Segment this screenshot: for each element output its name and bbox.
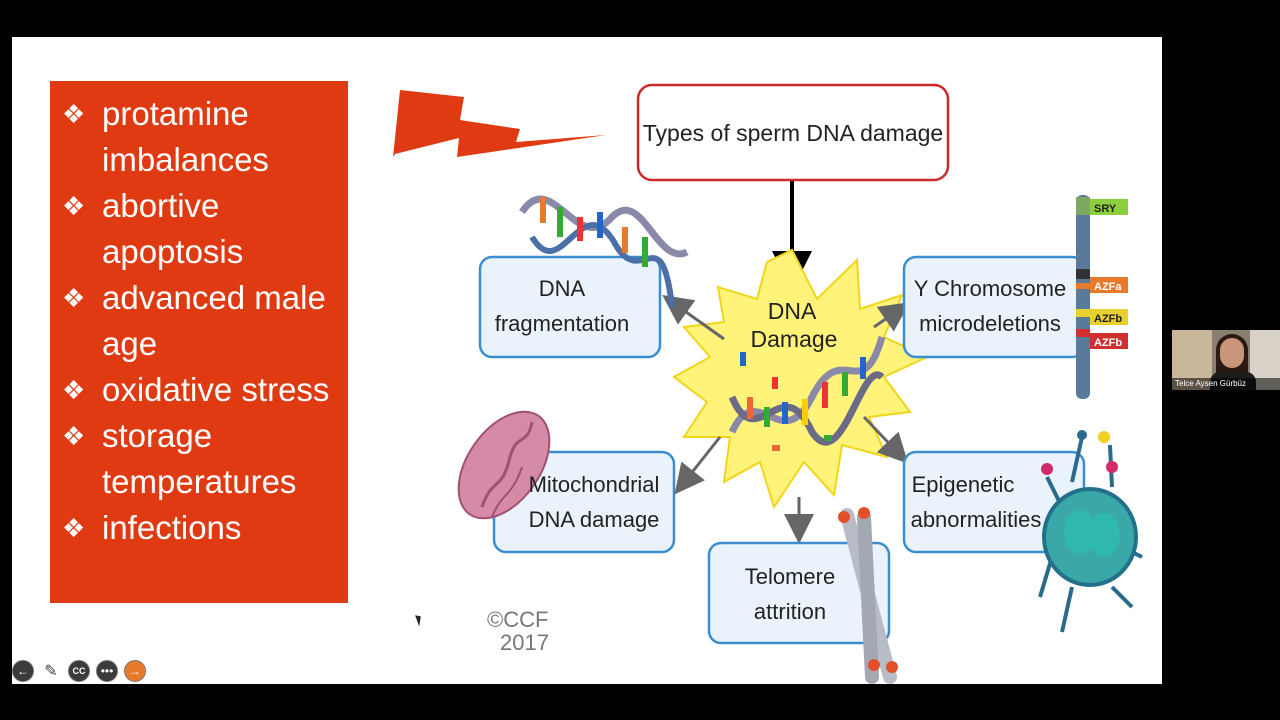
telomere-box — [707, 541, 891, 645]
bullet-text: abortive apoptosis — [102, 187, 244, 270]
diamond-bullet-icon: ❖ — [62, 191, 86, 221]
epigenetic-line1: Epigenetic — [912, 472, 1015, 497]
title-box — [636, 83, 950, 182]
causes-list: ❖ protamine imbalances ❖ abortive apoptosi… — [50, 81, 348, 551]
list-item: ❖ oxidative stress — [62, 367, 348, 413]
arrow-to-fragmentation — [662, 295, 725, 341]
presentation-toolbar: ← ✎ CC ••• → — [12, 660, 146, 682]
diamond-bullet-icon: ❖ — [62, 375, 86, 405]
copyright-line2: 2017 — [500, 630, 549, 655]
participant-name: Telce Aysen Gürbüz — [1172, 378, 1280, 390]
y-chromosome-box — [902, 255, 1086, 359]
more-icon[interactable]: ••• — [96, 660, 118, 682]
captions-button[interactable]: CC — [68, 660, 90, 682]
list-item: ❖ protamine imbalances — [62, 91, 348, 183]
list-item: ❖ storage temperatures — [62, 413, 348, 505]
chromosome-icon — [838, 507, 898, 684]
copyright-line1: ©CCF — [487, 607, 548, 632]
mitochondrial-line2: DNA damage — [529, 507, 660, 532]
arrow-to-mitochondrial — [674, 436, 722, 495]
diamond-bullet-icon: ❖ — [62, 421, 86, 451]
dna-fragmentation-box — [478, 255, 662, 359]
list-item: ❖ abortive apoptosis — [62, 183, 348, 275]
chrom-label-azfb: AZFb — [1094, 313, 1122, 325]
pen-icon[interactable]: ✎ — [44, 663, 58, 680]
diamond-bullet-icon: ❖ — [62, 513, 86, 543]
mitochondrion-icon — [457, 410, 551, 520]
arrow-to-epigenetic — [862, 415, 909, 464]
presentation-slide: ❖ protamine imbalances ❖ abortive apoptosi… — [12, 37, 1162, 684]
y-chromosome-line2: microdeletions — [919, 311, 1061, 336]
diamond-bullet-icon: ❖ — [62, 283, 86, 313]
bullet-text: protamine imbalances — [102, 95, 269, 178]
dna-helix-icon — [728, 336, 886, 451]
list-item: ❖ infections — [62, 505, 348, 551]
arrow-left-icon[interactable]: ← — [12, 660, 34, 682]
bullet-text: oxidative stress — [102, 371, 330, 408]
diagram-title: Types of sperm DNA damage — [643, 120, 943, 146]
y-chromosome-bar-icon — [1076, 195, 1128, 399]
damage-burst-icon — [672, 248, 930, 510]
chrom-label-sry: SRY — [1094, 203, 1117, 215]
bullet-text: advanced male age — [102, 279, 326, 362]
dna-fragmentation-line2: fragmentation — [495, 311, 630, 336]
center-label-line2: Damage — [751, 326, 838, 352]
mitochondrial-line1: Mitochondrial — [529, 472, 660, 497]
avatar-face — [1220, 338, 1244, 368]
epigenetic-line2: abnormalities — [911, 507, 1042, 532]
bullet-text: infections — [102, 509, 242, 546]
list-item: ❖ advanced male age — [62, 275, 348, 367]
chrom-label-azfc: AZFb — [1094, 337, 1122, 349]
diamond-bullet-icon: ❖ — [62, 99, 86, 129]
center-label-line1: DNA — [768, 298, 817, 324]
nucleosome-icon — [1038, 430, 1143, 633]
arrow-right-icon[interactable]: → — [124, 660, 146, 682]
dna-fragmentation-line1: DNA — [539, 276, 586, 301]
lightning-bolt-icon — [393, 90, 606, 157]
broken-dna-icon — [519, 195, 689, 308]
dna-damage-diagram: Types of sperm DNA damage DNA Damage — [393, 83, 1143, 684]
bullet-text: storage temperatures — [102, 417, 297, 500]
arrow-to-ychromosome — [873, 302, 910, 332]
participant-video-tile[interactable]: Telce Aysen Gürbüz — [1172, 330, 1280, 390]
chrom-label-azfa: AZFa — [1094, 281, 1122, 293]
telomere-line1: Telomere — [745, 564, 835, 589]
telomere-line2: attrition — [754, 599, 826, 624]
y-chromosome-line1: Y Chromosome — [914, 276, 1066, 301]
causes-box: ❖ protamine imbalances ❖ abortive apoptosi… — [50, 81, 348, 603]
